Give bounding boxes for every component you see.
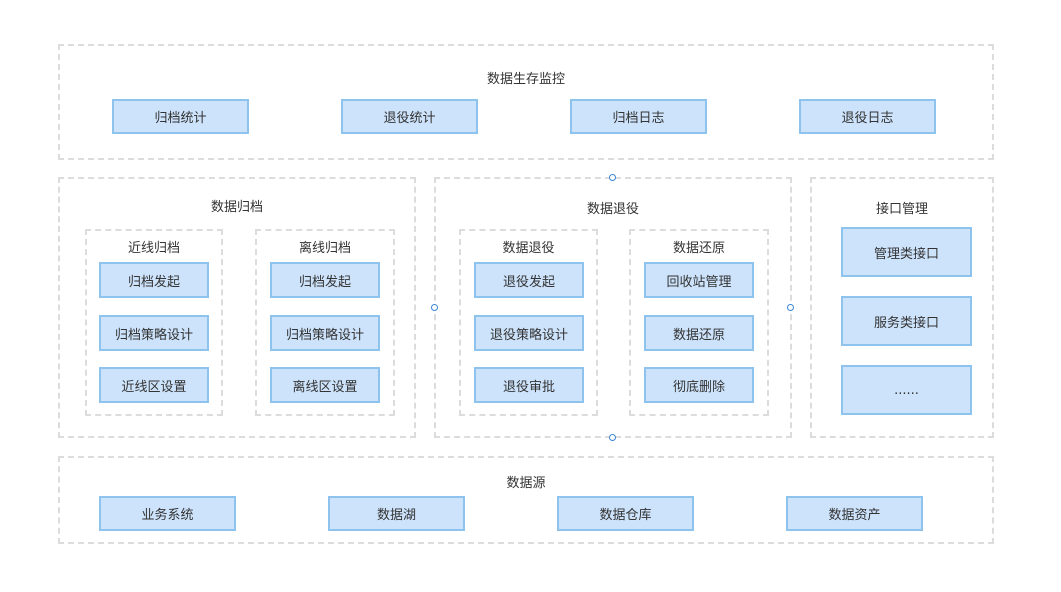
monitor-item-retire-stats: 退役统计: [341, 99, 478, 134]
offline-archive-item-zone: 离线区设置: [270, 367, 380, 403]
archive-panel: 数据归档 近线归档 归档发起 归档策略设计 近线区设置 离线归档 归档发起 归档…: [58, 177, 416, 438]
restore-item-recycle-bin: 回收站管理: [644, 262, 754, 298]
interface-item-service: 服务类接口: [841, 296, 972, 346]
retire-item-policy: 退役策略设计: [474, 315, 584, 351]
monitor-title: 数据生存监控: [486, 72, 565, 87]
online-archive-item-zone: 近线区设置: [99, 367, 209, 403]
interface-title: 接口管理: [875, 202, 928, 217]
restore-item-restore: 数据还原: [644, 315, 754, 351]
retire-item-approval: 退役审批: [474, 367, 584, 403]
online-archive-item-policy: 归档策略设计: [99, 315, 209, 351]
online-archive-title: 近线归档: [127, 241, 180, 256]
source-title: 数据源: [506, 476, 546, 491]
restore-group-title: 数据还原: [672, 241, 725, 256]
connector-dot-bottom: [609, 434, 616, 441]
source-panel: 数据源 业务系统 数据湖 数据仓库 数据资产: [58, 456, 994, 544]
retire-group: 数据退役 退役发起 退役策略设计 退役审批: [459, 229, 598, 416]
monitor-panel: 数据生存监控 归档统计 退役统计 归档日志 退役日志: [58, 44, 994, 160]
offline-archive-item-start: 归档发起: [270, 262, 380, 298]
interface-panel: 接口管理 管理类接口 服务类接口 ......: [810, 177, 994, 438]
interface-item-management: 管理类接口: [841, 227, 972, 277]
offline-archive-item-policy: 归档策略设计: [270, 315, 380, 351]
online-archive-item-start: 归档发起: [99, 262, 209, 298]
source-item-data-warehouse: 数据仓库: [557, 496, 694, 531]
interface-item-more: ......: [841, 365, 972, 415]
retire-group-title: 数据退役: [502, 241, 555, 256]
source-item-data-lake: 数据湖: [328, 496, 465, 531]
monitor-item-archive-log: 归档日志: [570, 99, 707, 134]
restore-item-purge: 彻底删除: [644, 367, 754, 403]
retire-title: 数据退役: [586, 202, 639, 217]
source-item-data-asset: 数据资产: [786, 496, 923, 531]
connector-dot-top: [609, 174, 616, 181]
restore-group: 数据还原 回收站管理 数据还原 彻底删除: [629, 229, 769, 416]
retire-panel: 数据退役 数据退役 退役发起 退役策略设计 退役审批 数据还原 回收站管理 数据…: [434, 177, 792, 438]
offline-archive-title: 离线归档: [298, 241, 351, 256]
online-archive-group: 近线归档 归档发起 归档策略设计 近线区设置: [85, 229, 223, 416]
archive-title: 数据归档: [210, 200, 263, 215]
retire-item-start: 退役发起: [474, 262, 584, 298]
source-item-business-system: 业务系统: [99, 496, 236, 531]
monitor-item-retire-log: 退役日志: [799, 99, 936, 134]
offline-archive-group: 离线归档 归档发起 归档策略设计 离线区设置: [255, 229, 395, 416]
monitor-item-archive-stats: 归档统计: [112, 99, 249, 134]
connector-dot-left: [431, 304, 438, 311]
connector-dot-right: [787, 304, 794, 311]
